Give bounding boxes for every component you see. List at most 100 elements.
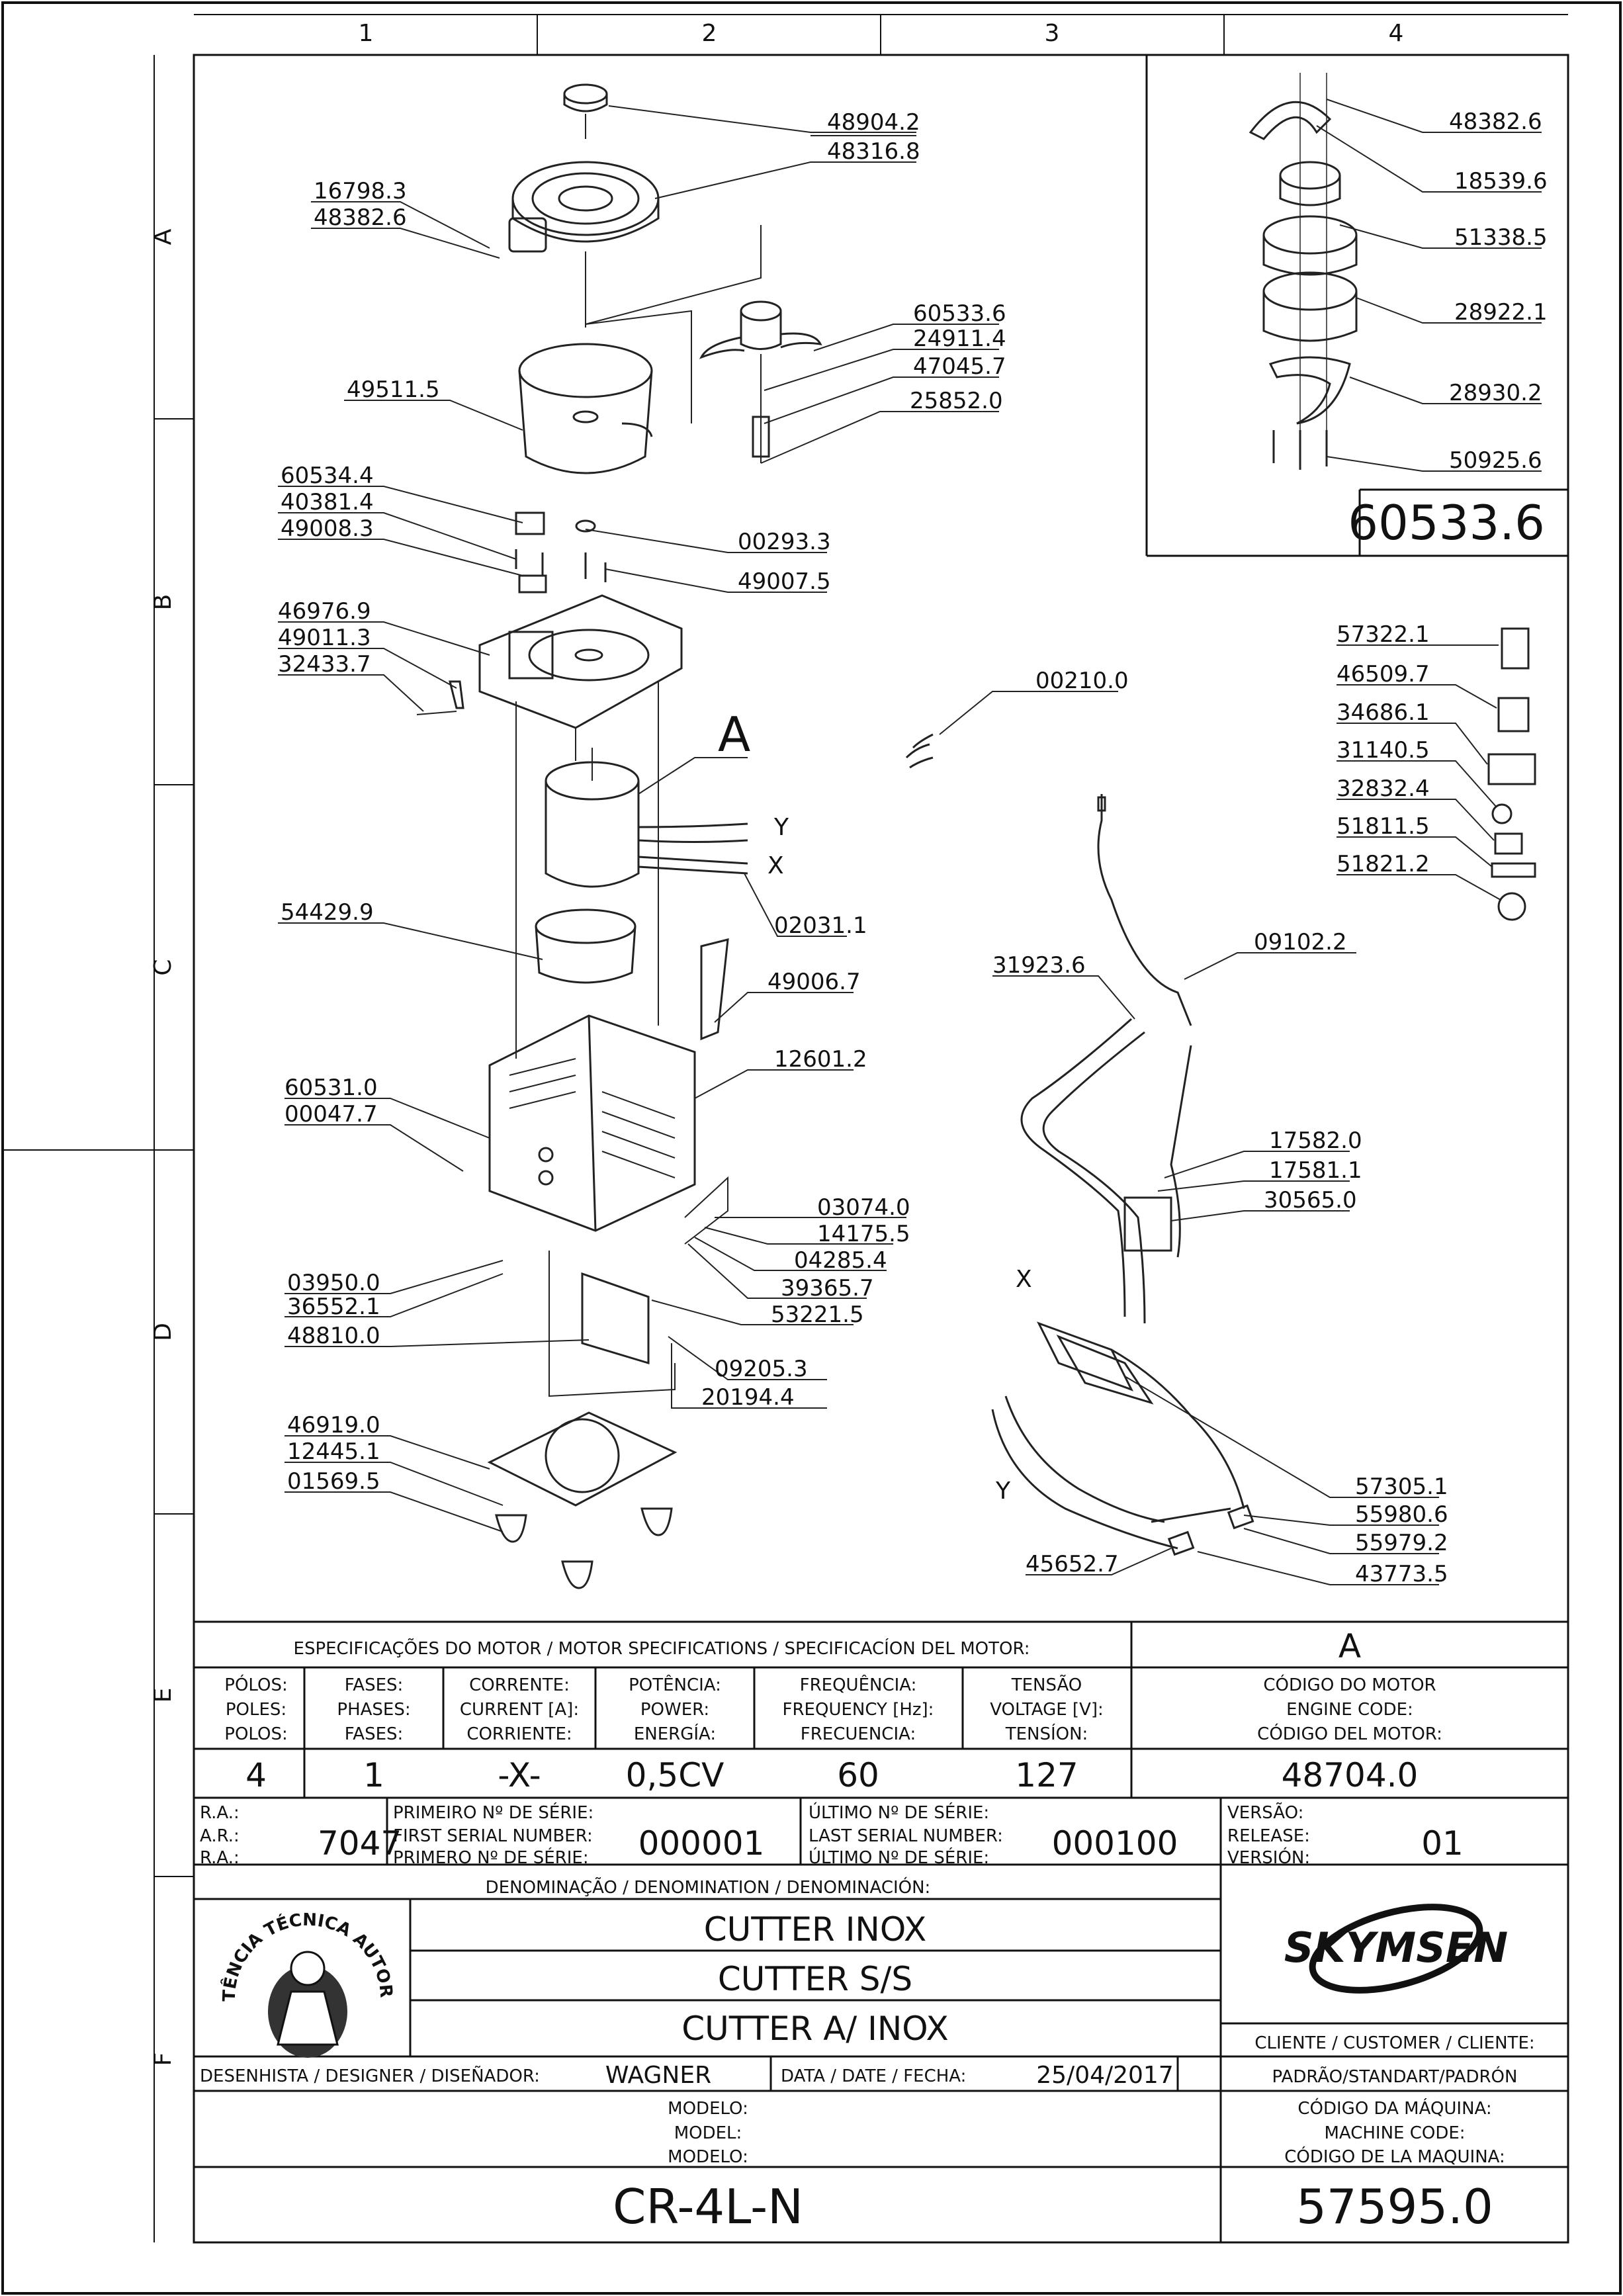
part-number: 57305.1 bbox=[1355, 1474, 1448, 1500]
first-serial-label: PRIMERO Nº DE SÉRIE: bbox=[393, 1847, 589, 1868]
column-label: 4 bbox=[1389, 20, 1404, 47]
part-number: 47045.7 bbox=[913, 353, 1006, 380]
wire-label: Y bbox=[773, 814, 789, 841]
version-label: VERSIÓN: bbox=[1227, 1847, 1310, 1868]
part-number: 49006.7 bbox=[768, 969, 861, 995]
spec-label: FREQUENCY [Hz]: bbox=[783, 1700, 934, 1720]
part-number: 40381.4 bbox=[281, 489, 374, 515]
first-serial-value: 000001 bbox=[638, 1824, 765, 1863]
designer-label: DESENHISTA / DESIGNER / DISEÑADOR: bbox=[200, 2065, 540, 2086]
spec-value-frequency: 60 bbox=[837, 1756, 879, 1794]
version-label: VERSÃO: bbox=[1227, 1802, 1303, 1823]
part-number: 49011.3 bbox=[278, 625, 371, 651]
part-number: 43773.5 bbox=[1355, 1561, 1448, 1587]
column-label: 1 bbox=[359, 20, 374, 47]
last-serial-value: 000100 bbox=[1052, 1824, 1178, 1863]
spec-label: POTÊNCIA: bbox=[629, 1674, 721, 1695]
part-number: 00293.3 bbox=[738, 529, 831, 555]
part-number: 46919.0 bbox=[287, 1412, 380, 1438]
part-number: 01569.5 bbox=[287, 1468, 380, 1495]
part-number: 60533.6 bbox=[913, 300, 1006, 327]
detail-code: 60533.6 bbox=[1348, 495, 1545, 551]
spec-value-voltage: 127 bbox=[1015, 1756, 1078, 1794]
part-number: 39365.7 bbox=[781, 1275, 874, 1302]
part-number: 49008.3 bbox=[281, 515, 374, 542]
spec-label: ENERGÍA: bbox=[634, 1723, 716, 1744]
wire-label: X bbox=[1016, 1266, 1032, 1293]
part-number: 24911.4 bbox=[913, 326, 1006, 352]
row-label: A bbox=[150, 228, 177, 245]
machine-code-label: MACHINE CODE: bbox=[1324, 2123, 1465, 2143]
part-number: 32832.4 bbox=[1337, 775, 1430, 802]
part-number: 48316.8 bbox=[827, 138, 920, 165]
part-number: 12445.1 bbox=[287, 1438, 380, 1465]
spec-label: FREQUÊNCIA: bbox=[800, 1674, 917, 1695]
machine-code-value: 57595.0 bbox=[1296, 2179, 1493, 2234]
row-label: F bbox=[150, 2053, 177, 2066]
part-number: 48904.2 bbox=[827, 109, 920, 136]
customer-value: PADRÃO/STANDART/PADRÓN bbox=[1272, 2066, 1518, 2087]
part-number: 09205.3 bbox=[715, 1356, 808, 1382]
part-number: 28930.2 bbox=[1449, 380, 1542, 406]
brand-logo: SKYMSEN bbox=[1284, 1904, 1508, 1994]
part-number: 14175.5 bbox=[817, 1221, 910, 1247]
part-number: 31923.6 bbox=[992, 952, 1086, 979]
row-label: B bbox=[150, 594, 177, 611]
first-serial-label: PRIMEIRO Nº DE SÉRIE: bbox=[393, 1802, 593, 1823]
model-label: MODELO: bbox=[668, 2147, 748, 2167]
part-number: 45652.7 bbox=[1026, 1551, 1119, 1577]
customer-label: CLIENTE / CUSTOMER / CLIENTE: bbox=[1254, 2033, 1534, 2053]
ra-value: 7047 bbox=[318, 1824, 402, 1863]
date-label: DATA / DATE / FECHA: bbox=[781, 2066, 966, 2086]
part-number: 00047.7 bbox=[285, 1101, 378, 1127]
part-number: 53221.5 bbox=[771, 1302, 864, 1328]
column-label: 2 bbox=[702, 20, 717, 47]
spec-label: CORRIENTE: bbox=[466, 1724, 572, 1744]
brand-name: SKYMSEN bbox=[1284, 1923, 1508, 1972]
spec-label: POWER: bbox=[640, 1700, 709, 1720]
part-number: 02031.1 bbox=[774, 912, 867, 939]
version-value: 01 bbox=[1421, 1824, 1464, 1863]
part-number: 03074.0 bbox=[817, 1194, 910, 1221]
spec-label: PÓLOS: bbox=[224, 1674, 287, 1695]
part-number: 48382.6 bbox=[314, 204, 407, 231]
version-label: RELEASE: bbox=[1227, 1826, 1310, 1846]
part-number: 18539.6 bbox=[1454, 168, 1548, 195]
exploded-view bbox=[416, 73, 1536, 1589]
part-number: 34686.1 bbox=[1337, 699, 1430, 726]
spec-label: POLES: bbox=[226, 1700, 286, 1720]
spec-value-engine-code: 48704.0 bbox=[1282, 1756, 1419, 1794]
date-value: 25/04/2017 bbox=[1036, 2062, 1174, 2089]
part-number: 60531.0 bbox=[285, 1075, 378, 1101]
spec-value-power: 0,5CV bbox=[626, 1756, 724, 1794]
part-number: 30565.0 bbox=[1264, 1187, 1357, 1214]
spec-label: CÓDIGO DEL MOTOR: bbox=[1257, 1723, 1442, 1744]
spec-label: FASES: bbox=[345, 1675, 404, 1695]
part-number: 04285.4 bbox=[794, 1247, 887, 1274]
part-number: 49511.5 bbox=[347, 376, 440, 403]
part-number: 46976.9 bbox=[278, 598, 371, 625]
part-number: 50925.6 bbox=[1449, 447, 1542, 474]
part-number: 51811.5 bbox=[1337, 813, 1430, 840]
last-serial-label: ÚLTIMO Nº DE SÉRIE: bbox=[809, 1847, 989, 1868]
part-number: 55979.2 bbox=[1355, 1530, 1448, 1556]
machine-code-label: CÓDIGO DA MÁQUINA: bbox=[1297, 2097, 1491, 2119]
ra-label: R.A.: bbox=[200, 1848, 240, 1868]
designer-value: WAGNER bbox=[605, 2062, 711, 2089]
part-number: 36552.1 bbox=[287, 1294, 380, 1320]
part-number: 57322.1 bbox=[1337, 621, 1430, 648]
spec-label: TENSÃO bbox=[1011, 1674, 1082, 1695]
spec-label: ENGINE CODE: bbox=[1286, 1700, 1413, 1720]
part-number: 31140.5 bbox=[1337, 737, 1430, 764]
ra-label: A.R.: bbox=[200, 1826, 240, 1846]
spec-value-poles: 4 bbox=[245, 1756, 267, 1794]
part-number: 49007.5 bbox=[738, 568, 831, 595]
part-number: 16798.3 bbox=[314, 178, 407, 204]
part-number: 12601.2 bbox=[774, 1046, 867, 1073]
specs-callout: A bbox=[1338, 1627, 1361, 1665]
part-number: 25852.0 bbox=[910, 388, 1003, 414]
row-label: C bbox=[150, 959, 177, 975]
part-number: 55980.6 bbox=[1355, 1501, 1448, 1528]
